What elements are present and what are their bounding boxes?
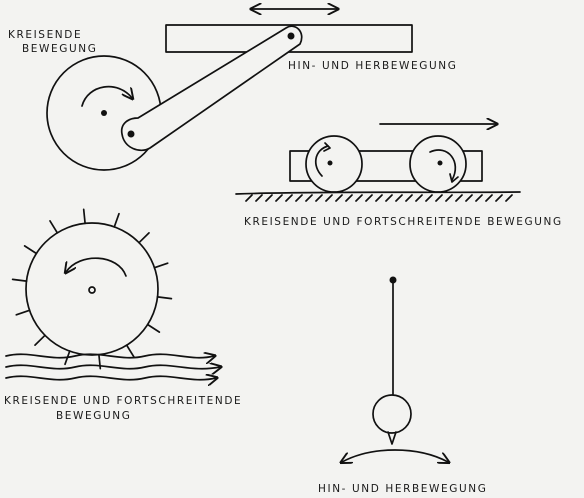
pendulum-swing-arrow bbox=[342, 449, 448, 462]
crank-mechanism: KREISENDE BEWEGUNG HIN- UND HERBEWEGUNG bbox=[8, 9, 457, 171]
waterwheel-paddle bbox=[153, 262, 169, 269]
water-wave-3 bbox=[5, 376, 216, 379]
waterwheel-paddle bbox=[82, 208, 86, 225]
left-wheel-rotation-icon bbox=[314, 145, 329, 177]
right-wheel-hub bbox=[437, 160, 443, 166]
waterwheel-paddle bbox=[34, 334, 46, 346]
waterwheel-paddle bbox=[138, 232, 150, 244]
slider-pin bbox=[287, 32, 295, 40]
waterwheel-paddle bbox=[11, 278, 28, 282]
crank-pin bbox=[127, 130, 135, 138]
pendulum-bob bbox=[372, 394, 412, 434]
waterwheel-mechanism: KREISENDE UND FORTSCHREITENDE BEWEGUNG bbox=[4, 208, 242, 422]
waterwheel-paddle bbox=[125, 344, 135, 358]
right-wheel-rotation-icon bbox=[429, 149, 457, 181]
water-wave-2 bbox=[5, 365, 220, 368]
waterwheel-paddle bbox=[113, 212, 120, 228]
crank-circular-label-line2: BEWEGUNG bbox=[22, 43, 97, 55]
waterwheel-paddle bbox=[49, 220, 59, 234]
cart-motion-label: KREISENDE UND FORTSCHREITENDE BEWEGUNG bbox=[244, 216, 563, 228]
connecting-rod bbox=[120, 25, 303, 152]
rotation-arrow-icon bbox=[81, 85, 132, 107]
pendulum-tip bbox=[387, 431, 397, 445]
waterwheel-rotation-icon bbox=[66, 257, 127, 277]
cart-wheel-left bbox=[305, 135, 363, 193]
waterwheel-axle bbox=[88, 286, 96, 294]
waterwheel-paddles bbox=[11, 208, 173, 370]
water-wave-1 bbox=[5, 354, 214, 357]
pendulum-pivot bbox=[389, 276, 397, 284]
cart-body bbox=[289, 150, 483, 182]
left-wheel-hub bbox=[327, 160, 333, 166]
left-wheel-arrowhead bbox=[323, 142, 331, 152]
pendulum-motion-label: HIN- UND HERBEWEGUNG bbox=[318, 483, 487, 495]
waterwheel-paddle bbox=[156, 296, 173, 300]
waterwheel-paddle bbox=[23, 245, 38, 255]
crank-circular-label-line1: KREISENDE bbox=[8, 29, 82, 41]
right-wheel-arrowhead bbox=[449, 173, 459, 183]
crank-reciprocating-label: HIN- UND HERBEWEGUNG bbox=[288, 60, 457, 72]
waterwheel-label-line2: BEWEGUNG bbox=[56, 410, 131, 422]
cart-mechanism: KREISENDE UND FORTSCHREITENDE BEWEGUNG bbox=[235, 124, 563, 228]
flywheel-axle bbox=[101, 110, 107, 116]
waterwheel-paddle bbox=[15, 309, 31, 316]
ground-hatching bbox=[245, 194, 513, 202]
waterwheel-label-line1: KREISENDE UND FORTSCHREITENDE bbox=[4, 395, 242, 407]
waterwheel-paddle bbox=[146, 323, 161, 333]
ground-line bbox=[235, 191, 521, 195]
pendulum-mechanism: HIN- UND HERBEWEGUNG bbox=[318, 276, 487, 495]
